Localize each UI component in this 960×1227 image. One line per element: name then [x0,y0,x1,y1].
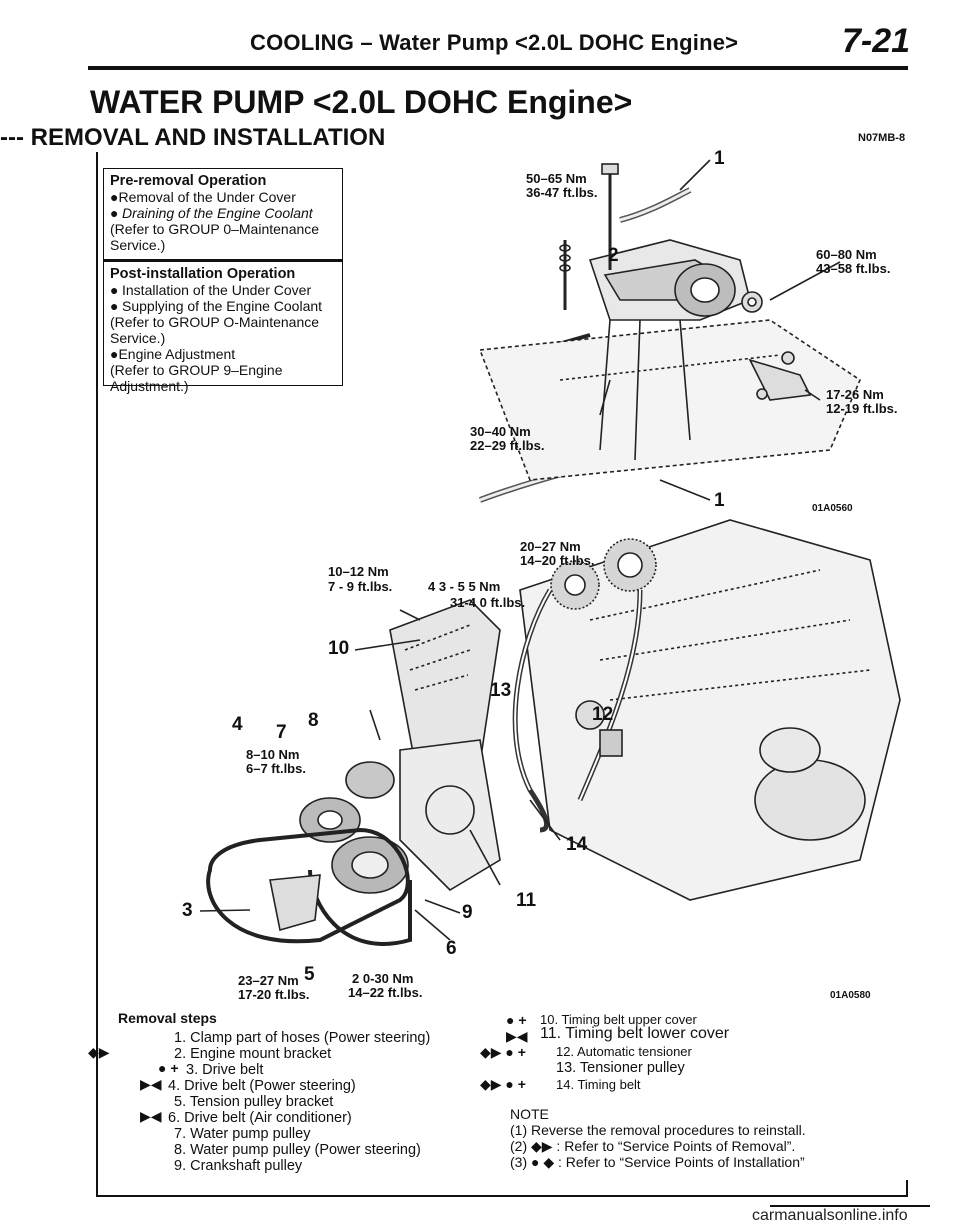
bullet-icon: ● [110,205,119,221]
timing-belt-diagram [199,519,901,946]
removal-step: 2. Engine mount bracket [174,1046,332,1062]
right-edge-rule [906,1180,908,1197]
figure-code: 01A0560 [812,503,853,514]
removal-step: 4. Drive belt (Power steering) [168,1078,356,1094]
removal-step: 6. Drive belt (Air conditioner) [168,1110,352,1126]
torque-ftlbs: 43–58 ft.lbs. [816,261,891,276]
torque-nm: 8–10 Nm [246,747,300,762]
removal-step: 7. Water pump pulley [174,1126,311,1142]
torque-ftlbs: 31-4 0 ft.lbs. [450,595,526,610]
torque-nm: 17-26 Nm [826,387,884,402]
engine-mount-diagram [478,159,861,503]
post-installation-title: Post-installation Operation [110,266,296,282]
callout-number: 3 [182,900,193,921]
page-title: WATER PUMP <2.0L DOHC Engine> [90,84,633,120]
left-margin-rule [96,152,98,1197]
torque-ftlbs: 14–20 ft.lbs. [520,553,595,568]
torque-nm: 50–65 Nm [526,171,587,186]
post-installation-item: ●Engine Adjustment [110,346,236,362]
callout-number: 14 [566,834,588,855]
pre-removal-item: ●Removal of the Under Cover [110,189,296,205]
page-number: 7-21 [842,22,911,60]
removal-step: 12. Automatic tensioner [556,1044,692,1059]
step-symbol: ▶◀ [140,1076,162,1092]
torque-nm: 4 3 - 5 5 Nm [428,579,501,594]
removal-step: 11. Timing belt lower cover [540,1025,730,1042]
pre-removal-item: ●Draining of the Engine Coolant [110,205,313,221]
torque-nm: 10–12 Nm [328,564,389,579]
torque-ftlbs: 14–22 ft.lbs. [348,985,423,1000]
callout-number: 1 [714,148,725,169]
callout-number: 7 [276,722,287,743]
torque-nm: 60–80 Nm [816,247,877,262]
pre-removal-title: Pre-removal Operation [110,173,267,189]
torque-ftlbs: 7 - 9 ft.lbs. [328,579,393,594]
callout-number: 4 [232,714,243,735]
callout-number: 10 [328,638,350,659]
bullet-icon: ● [110,282,119,298]
removal-step: 13. Tensioner pulley [556,1060,685,1076]
removal-step: 9. Crankshaft pulley [174,1158,303,1174]
callout-number: 1 [714,490,725,511]
removal-step: 14. Timing belt [556,1077,641,1092]
removal-step: 1. Clamp part of hoses (Power steering) [174,1030,431,1046]
step-symbol: ◆▶ ● + [480,1076,526,1092]
removal-steps-heading: Removal steps [118,1010,217,1026]
section-subtitle: --- REMOVAL AND INSTALLATION [0,124,386,151]
post-installation-box: Post-installation Operation ●Installatio… [103,260,343,394]
note-heading: NOTE [510,1106,549,1122]
note-item: (2) ◆▶ : Refer to “Service Points of Rem… [510,1138,796,1154]
note-item: (3) ● ◆ : Refer to “Service Points of In… [510,1154,805,1170]
callout-number: 6 [446,938,457,959]
header-rule [88,66,908,70]
callout-number: 11 [516,890,537,911]
callout-number: 13 [490,680,512,701]
step-symbol: ▶◀ [140,1108,162,1124]
torque-nm: 30–40 Nm [470,424,531,439]
torque-ftlbs: 6–7 ft.lbs. [246,761,306,776]
callout-number: 2 [608,245,619,266]
post-installation-reference: (Refer to GROUP 9–Engine Adjustment.) [110,362,283,394]
bullet-icon: ● [110,298,119,314]
callout-number: 12 [592,704,614,725]
post-installation-item: ●Installation of the Under Cover [110,282,312,298]
step-symbol: ▶◀ [506,1028,528,1044]
removal-step: 5. Tension pulley bracket [174,1094,334,1110]
removal-step: 3. Drive belt [186,1062,264,1078]
figure-code: 01A0580 [830,990,871,1001]
post-installation-reference: (Refer to GROUP O-Maintenance Service.) [110,314,320,346]
removal-step: 8. Water pump pulley (Power steering) [174,1142,421,1158]
pre-removal-reference: (Refer to GROUP 0–Maintenance Service.) [110,221,320,253]
callout-number: 5 [304,964,315,985]
torque-ftlbs: 12-19 ft.lbs. [826,401,898,416]
note-item: (1) Reverse the removal procedures to re… [510,1122,806,1138]
torque-nm: 2 0-30 Nm [352,971,414,986]
callout-number: 9 [462,902,473,923]
document-code: N07MB-8 [858,132,906,144]
footer-rule [770,1205,930,1207]
torque-ftlbs: 17-20 ft.lbs. [238,987,310,1002]
pre-removal-box: Pre-removal Operation ●Removal of the Un… [103,168,343,260]
bottom-rule [96,1195,908,1197]
torque-ftlbs: 36-47 ft.lbs. [526,185,598,200]
footer-watermark: carmanualsonline.info [752,1207,908,1224]
step-symbol: ◆▶ ● + [480,1044,526,1060]
step-symbol: ◆▶ [88,1044,110,1060]
post-installation-item: ●Supplying of the Engine Coolant [110,298,323,314]
callout-number: 8 [308,710,319,731]
torque-nm: 20–27 Nm [520,539,581,554]
torque-ftlbs: 22–29 ft.lbs. [470,438,545,453]
section-title: COOLING – Water Pump <2.0L DOHC Engine> [250,30,739,55]
step-symbol: ● + [506,1012,527,1028]
torque-nm: 23–27 Nm [238,973,299,988]
removal-step: 10. Timing belt upper cover [540,1012,697,1027]
step-symbol: ● + [158,1060,179,1076]
